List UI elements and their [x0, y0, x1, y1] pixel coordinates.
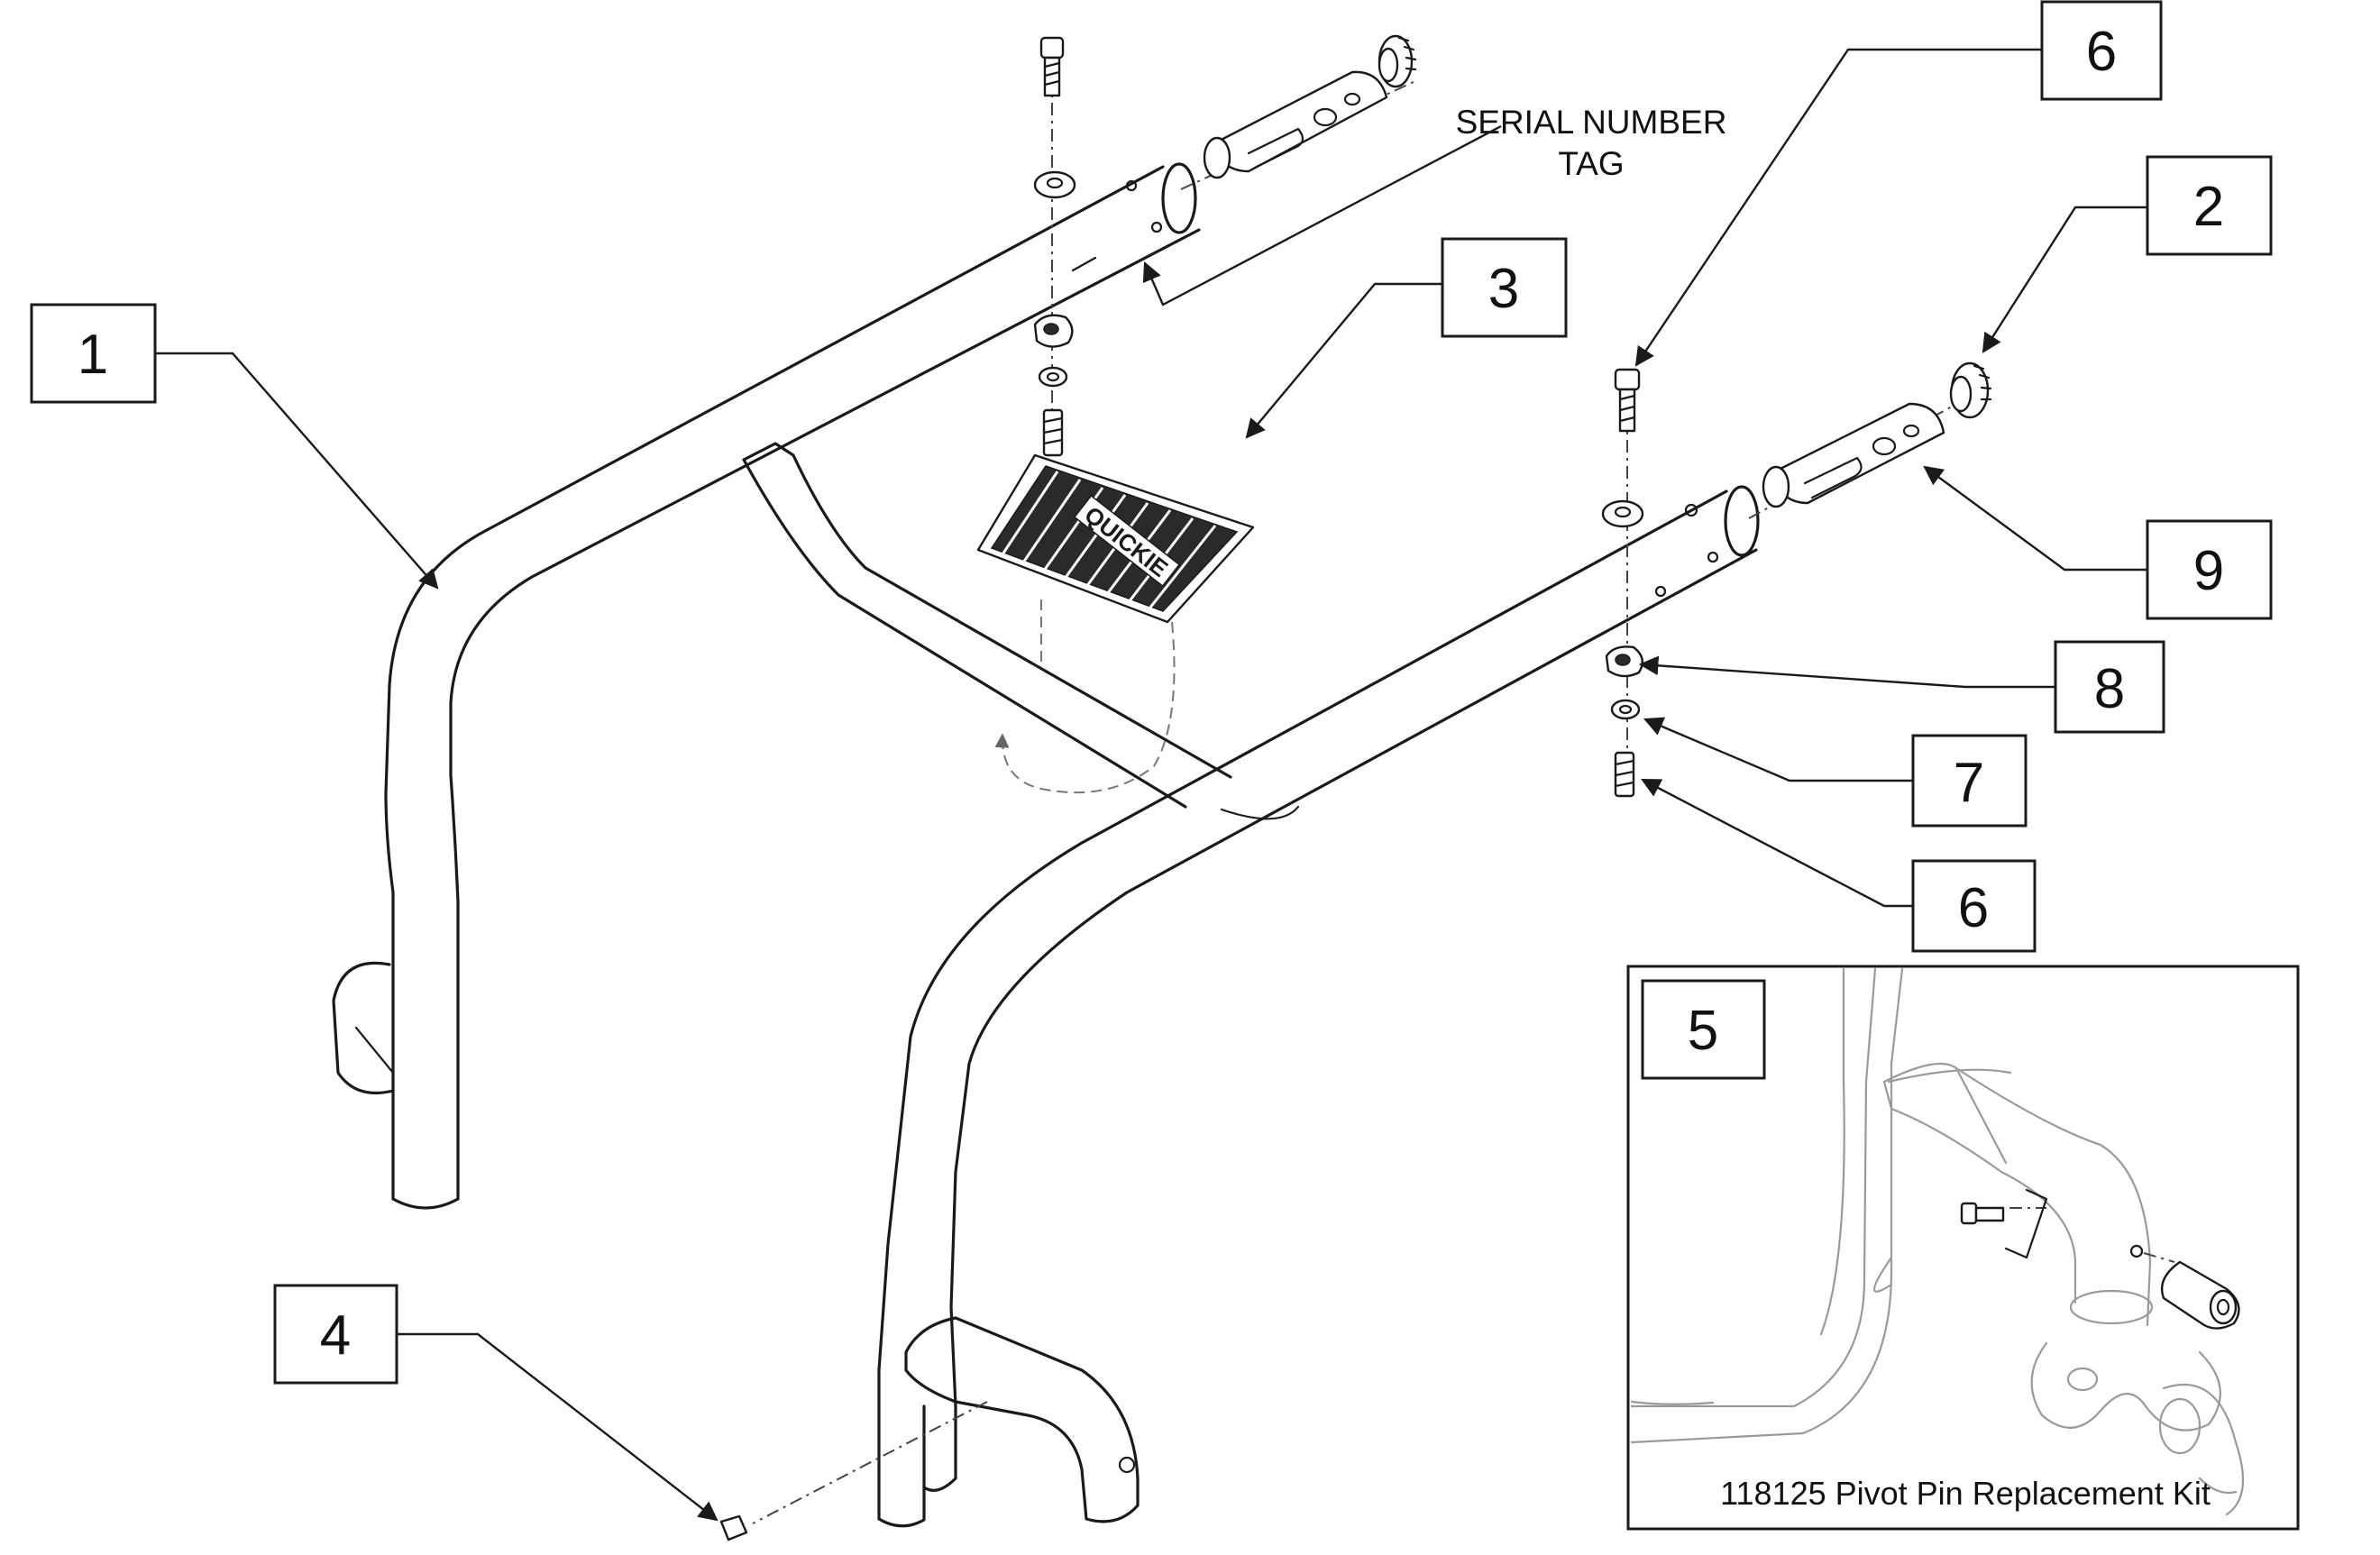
callout-3-number: 3	[1488, 258, 1519, 320]
serial-number-tag-label: SERIAL NUMBER TAG	[1142, 104, 1727, 306]
callout-6-top-number: 6	[2086, 21, 2117, 83]
callout-7: 7	[1911, 734, 2028, 828]
serial-tag-line2: TAG	[1558, 145, 1624, 182]
frame-insert-part	[719, 1401, 988, 1541]
callout-9-number: 9	[2193, 540, 2224, 602]
serial-tag-line1: SERIAL NUMBER	[1456, 104, 1727, 141]
callout-1-number: 1	[78, 324, 108, 386]
callout-4-number: 4	[320, 1304, 351, 1367]
callout-2-number: 2	[2193, 176, 2224, 238]
callout-8: 8	[2054, 640, 2165, 734]
callout-6-bottom: 6	[1911, 859, 2037, 953]
left-frame-tube	[332, 162, 1201, 1210]
callout-3: 3	[1441, 237, 1568, 338]
footplate: QUICKIE	[976, 453, 1255, 794]
callout-5-number: 5	[1688, 1000, 1718, 1062]
callout-6-top: 6	[2040, 0, 2163, 101]
upper-hardware-stack	[1033, 34, 1417, 457]
callout-1: 1	[30, 303, 157, 404]
leader-lines	[155, 48, 2147, 1522]
right-frame-tube	[877, 485, 1760, 1528]
inset-caption: 118125 Pivot Pin Replacement Kit	[1720, 1475, 2211, 1512]
callout-5: 5	[1641, 979, 1766, 1080]
callout-8-number: 8	[2094, 658, 2125, 720]
callout-2: 2	[2146, 155, 2273, 256]
callout-6-bottom-number: 6	[1958, 877, 1989, 939]
callout-9: 9	[2146, 519, 2273, 620]
right-hardware-stack	[1601, 361, 1992, 798]
callout-7-number: 7	[1954, 752, 1984, 814]
cross-brace	[742, 442, 1300, 820]
callout-4: 4	[273, 1284, 398, 1385]
